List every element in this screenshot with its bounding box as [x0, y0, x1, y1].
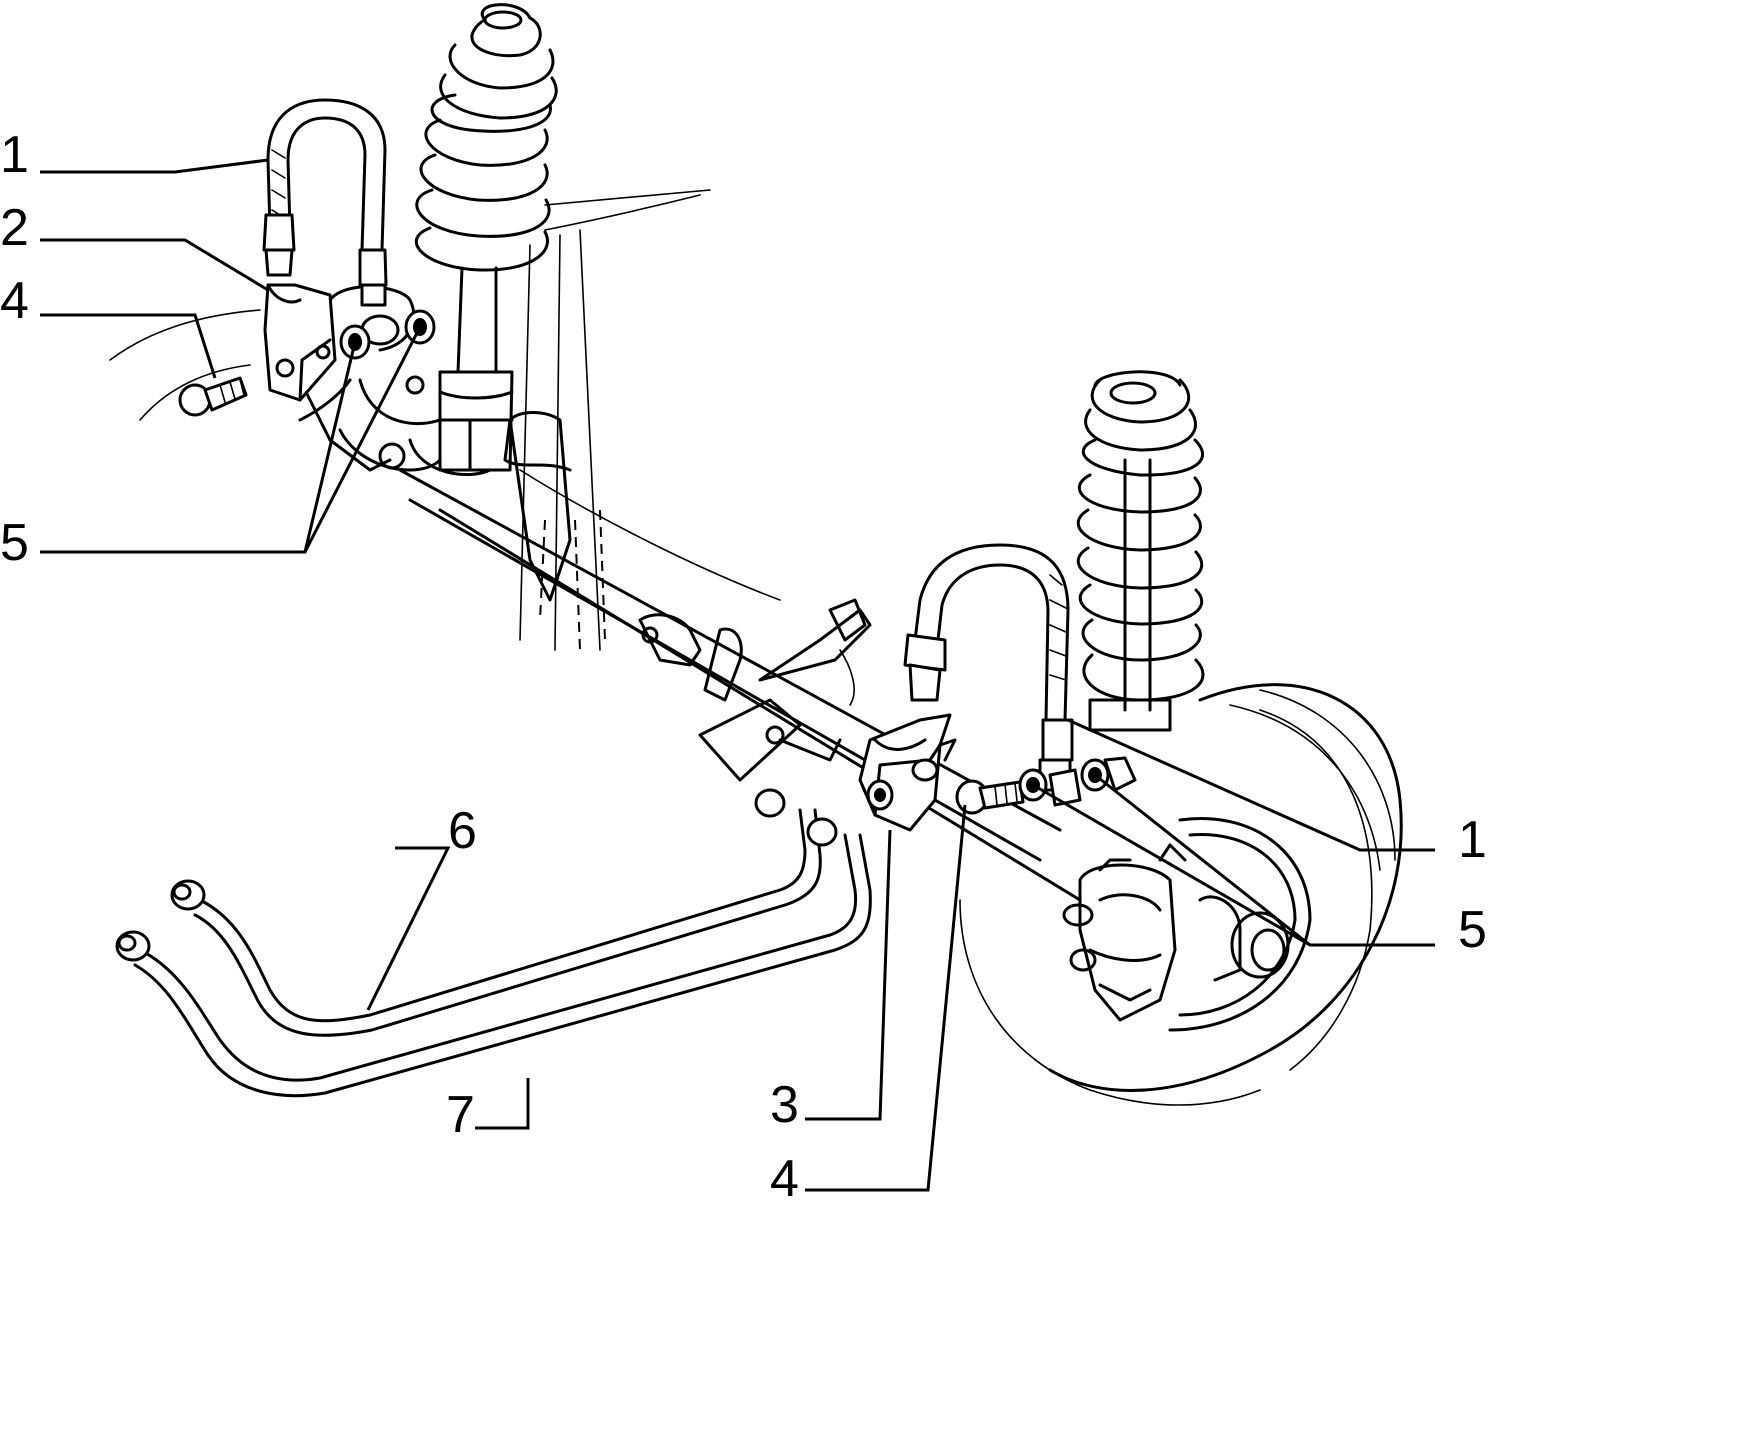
callout-labels: 1 2 4 5 6 7 3 4 1 5 [0, 126, 1487, 1208]
rear-axle-beam [398, 189, 1082, 902]
left-shock-absorber [408, 3, 558, 477]
callout-2-left: 2 [0, 199, 29, 257]
callout-5-left: 5 [0, 514, 29, 572]
right-hose-bracket [858, 713, 957, 832]
brake-pipe-7 [115, 817, 872, 1098]
left-banjo-bolt [178, 376, 248, 417]
callout-leaders [40, 158, 1435, 1192]
left-brake-hose [262, 98, 400, 346]
right-wheel-disc-brake [959, 683, 1403, 1106]
brake-pipe-6 [170, 788, 822, 1037]
callout-3: 3 [770, 1076, 799, 1134]
callout-1-left: 1 [0, 126, 29, 184]
right-shock-absorber [1076, 370, 1205, 732]
callout-1-right: 1 [1458, 811, 1487, 869]
callout-5-right: 5 [1458, 901, 1487, 959]
left-hub-knuckle [109, 285, 442, 472]
right-sealing-washers [1018, 756, 1137, 807]
right-brake-hose [903, 543, 1074, 792]
callout-6: 6 [448, 802, 477, 860]
left-hose-bracket [263, 283, 337, 402]
callout-4-right: 4 [770, 1150, 799, 1208]
callout-7: 7 [446, 1086, 475, 1144]
right-banjo-bolt [955, 779, 1025, 815]
callout-4-left: 4 [0, 272, 29, 330]
